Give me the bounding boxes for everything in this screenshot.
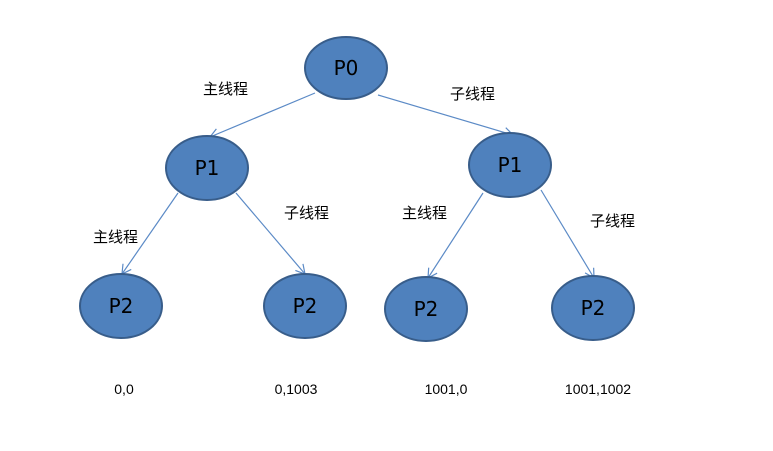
node-left-left: P2 (79, 273, 163, 339)
edge-label-right-right: 子线程 (590, 212, 635, 230)
node-root-shape (304, 36, 388, 100)
node-left-shape (165, 135, 249, 201)
node-right-left: P2 (384, 276, 468, 342)
node-right: P1 (468, 132, 552, 198)
edge-right-left (427, 192, 484, 280)
node-right-left-label: P2 (414, 297, 439, 321)
result-label: 1001,0 (425, 381, 468, 397)
edge-label-left-left: 主线程 (93, 228, 138, 246)
node-right-right-label: P2 (581, 296, 606, 320)
result-label: 1001,1002 (565, 381, 631, 397)
edge-left-left (121, 192, 179, 276)
edge-label-root-left: 主线程 (203, 80, 248, 98)
node-left-right-shape (263, 273, 347, 339)
node-right-left-shape (384, 276, 468, 342)
result-label: 0,1003 (275, 381, 318, 397)
node-left-left-shape (79, 273, 163, 339)
edge-left-right (235, 192, 306, 275)
node-right-label: P1 (498, 153, 523, 177)
edge-root-left (208, 92, 316, 139)
node-root: P0 (304, 36, 388, 100)
node-right-right-shape (551, 275, 635, 341)
node-left-right: P2 (263, 273, 347, 339)
result-label: 0,0 (114, 381, 134, 397)
edge-label-root-right: 子线程 (450, 85, 495, 103)
node-right-shape (468, 132, 552, 198)
edge-root-right (377, 94, 515, 138)
edge-right-right (540, 189, 595, 280)
node-left-label: P1 (195, 156, 220, 180)
node-root-label: P0 (334, 56, 359, 80)
node-left-left-label: P2 (109, 294, 134, 318)
node-right-right: P2 (551, 275, 635, 341)
edges (121, 92, 595, 280)
edge-label-left-right: 子线程 (284, 204, 329, 222)
node-left: P1 (165, 135, 249, 201)
node-left-right-label: P2 (293, 294, 318, 318)
edge-label-right-left: 主线程 (402, 204, 447, 222)
